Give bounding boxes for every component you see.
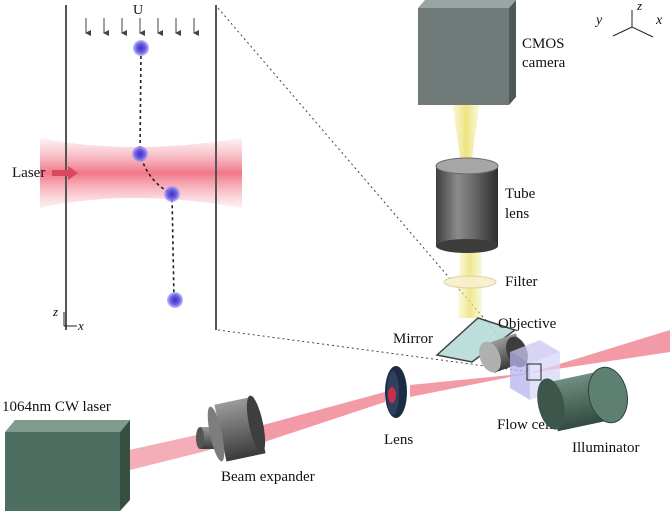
filter-disk — [443, 275, 497, 289]
orientation-axis-z: z — [636, 0, 642, 13]
particle — [133, 40, 149, 56]
inset-panel: U Laser z x — [12, 3, 242, 333]
tube-lens — [435, 157, 499, 253]
particle — [132, 146, 148, 162]
illuminator-label: Illuminator — [572, 440, 640, 456]
particles — [132, 40, 183, 308]
flow-arrows — [85, 18, 199, 36]
imaging-light-upper — [452, 100, 480, 158]
laser-beam — [120, 330, 670, 470]
mirror — [435, 317, 517, 363]
illuminator — [537, 366, 628, 432]
filter-label: Filter — [505, 274, 538, 290]
beam-expander-label: Beam expander — [221, 469, 315, 485]
tube-lens-label-line1: Tube — [505, 186, 536, 202]
inset-axes: z x — [52, 304, 84, 333]
inset-laser-beam — [40, 138, 242, 208]
cmos-camera — [418, 0, 516, 105]
cw-laser — [5, 420, 130, 511]
particle — [164, 186, 180, 202]
beam-expander — [196, 395, 266, 462]
inset-axis-z: z — [52, 304, 58, 319]
tube-lens-label-line2: lens — [505, 206, 529, 222]
lens-label: Lens — [384, 432, 413, 448]
camera-label-line2: camera — [522, 55, 566, 71]
flow-velocity-label: U — [133, 3, 143, 18]
particle — [167, 292, 183, 308]
focusing-lens — [385, 366, 407, 418]
mirror-label: Mirror — [393, 331, 433, 347]
inset-axis-x: x — [77, 318, 84, 333]
laser-source-label: 1064nm CW laser — [2, 399, 111, 415]
laser-direction-arrow — [52, 166, 78, 180]
inset-laser-label: Laser — [12, 165, 45, 181]
orientation-axes — [612, 10, 654, 38]
flow-cell-label: Flow cell — [497, 417, 553, 433]
orientation-axis-x: x — [655, 13, 663, 28]
objective-label: Objective — [498, 316, 557, 332]
orientation-axis-y: y — [594, 13, 603, 28]
camera-label-line1: CMOS — [522, 36, 565, 52]
